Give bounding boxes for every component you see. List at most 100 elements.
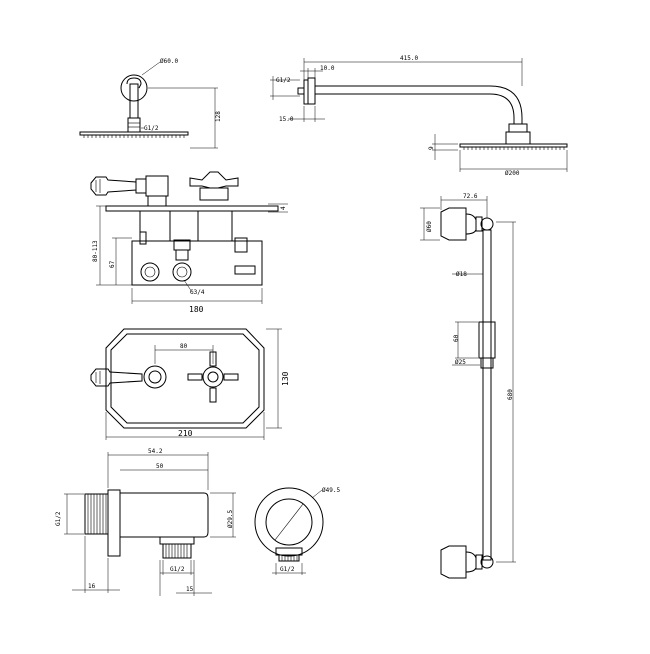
label-arm-15: 15.0	[279, 116, 294, 123]
elbow-outlet-thread	[162, 543, 192, 559]
elbow-thread-lines	[87, 494, 107, 534]
shower-head-side-view: Ø60.0 G1/2 128	[79, 58, 222, 149]
nozzles	[83, 135, 185, 138]
label-plate-130: 130	[281, 371, 290, 386]
valve-port-inner	[175, 249, 189, 261]
label-elbow-g12-bottom: G1/2	[170, 566, 185, 573]
label-rail-d25: Ø25	[455, 359, 466, 366]
valve-body-side-view: 4 80-113 67 G3/4 180	[90, 171, 288, 314]
arm-thread	[297, 87, 305, 95]
valve-screw-left	[139, 231, 147, 245]
valve-outlet-cap	[234, 265, 256, 275]
shower-arm-view: G1/2 10.0 415.0 15.0 9 Ø200	[270, 55, 568, 177]
rail-bottom-bracket-base	[440, 545, 467, 579]
lever-body	[145, 175, 169, 197]
valve-port-left	[140, 262, 160, 282]
arm-head-plate	[459, 143, 568, 148]
elbow-thread	[84, 493, 109, 535]
plate-cross-rosette	[202, 366, 224, 388]
arm-nut	[508, 123, 528, 133]
label-arm-g12: G1/2	[276, 77, 291, 84]
head-plate	[79, 131, 189, 136]
label-rail-d18: Ø18	[456, 271, 467, 278]
label-arm-d200: Ø200	[505, 170, 520, 177]
label-elbow-542: 54.2	[148, 448, 163, 455]
valve-right-block	[197, 210, 233, 242]
elbow-outlet-collar	[159, 536, 195, 545]
arm-head-connector	[505, 131, 531, 145]
label-head-128: 128	[215, 111, 222, 122]
valve-main-body	[131, 240, 263, 286]
rail-top-bracket-arm	[465, 213, 477, 235]
elbow-outlet-thread-lines	[165, 544, 188, 558]
cover-plate	[105, 205, 279, 212]
elbow-front-outer	[254, 487, 324, 557]
cross-handle-base	[199, 187, 229, 201]
cross-arm-bottom	[209, 387, 217, 403]
rail-top-bracket-base	[440, 207, 467, 241]
arm-curve	[126, 77, 142, 89]
valve-left-block	[139, 210, 171, 242]
arm-connector	[127, 117, 141, 133]
arm-wall-flange	[303, 79, 309, 105]
valve-right-screw	[234, 237, 248, 253]
elbow-front-collar	[275, 547, 303, 556]
rail-top-clamp	[475, 216, 483, 232]
label-elbow-g12-left: G1/2	[55, 511, 62, 526]
label-plate-210: 210	[178, 429, 193, 438]
rail-slider-collar	[480, 357, 494, 369]
label-valve-g34: G3/4	[190, 289, 205, 296]
label-elbow-d295: Ø29.5	[227, 510, 234, 528]
label-elbow-front-d495: Ø49.5	[322, 487, 340, 494]
label-valve-67: 67	[109, 260, 116, 268]
elbow-flange	[107, 489, 121, 557]
label-elbow-15: 15	[186, 586, 194, 593]
arm-pipe-top	[315, 85, 523, 124]
label-valve-4: 4	[280, 206, 287, 210]
lever-handle	[90, 176, 137, 196]
label-valve-80113: 80-113	[92, 240, 99, 262]
plate-inner-outline	[110, 333, 260, 424]
slide-rail-view: 72.6 Ø60 Ø18 60 Ø25 680	[420, 193, 516, 579]
rail-bottom-clamp	[475, 554, 483, 570]
cross-arm-left	[187, 373, 203, 381]
cover-plate-front-view: 80 130 210	[90, 328, 290, 440]
label-head-d60: Ø60.0	[160, 58, 178, 65]
rail-top-knob	[480, 217, 494, 231]
plate-lever-rosette	[143, 365, 167, 389]
label-valve-180: 180	[189, 305, 204, 314]
rail-bar	[482, 229, 492, 561]
label-elbow-16: 16	[88, 583, 96, 590]
wall-elbow-front-view: Ø49.5 G1/2	[254, 487, 340, 575]
label-arm-9: 9	[428, 146, 435, 150]
valve-port-right	[172, 262, 192, 282]
rail-bottom-bracket-arm	[465, 551, 477, 573]
elbow-front-inner	[265, 498, 313, 546]
rail-slider	[478, 321, 496, 359]
label-plate-80: 80	[180, 343, 188, 350]
wall-elbow-side-view: G1/2 54.2 50 Ø29.5 G1/2 16 15	[55, 448, 236, 596]
arm-pipe-bottom	[315, 93, 515, 124]
label-head-g12: G1/2	[144, 125, 159, 132]
label-rail-60: 60	[453, 334, 460, 342]
label-arm-415: 415.0	[400, 55, 418, 62]
wall-flange	[120, 74, 148, 102]
rail-bottom-knob	[480, 555, 494, 569]
arm-base	[307, 77, 316, 105]
label-rail-726: 72.6	[463, 193, 478, 200]
lever-stem	[147, 195, 167, 207]
cross-handle	[189, 171, 239, 189]
cross-arm-right	[223, 373, 239, 381]
label-arm-10: 10.0	[320, 65, 335, 72]
label-elbow-50: 50	[156, 463, 164, 470]
lever-collar	[135, 178, 147, 194]
elbow-front-thread	[278, 554, 300, 562]
label-rail-d60: Ø60	[426, 221, 433, 232]
label-elbow-front-g12: G1/2	[280, 566, 295, 573]
arm-head-nozzles	[463, 147, 565, 150]
label-rail-680: 680	[507, 389, 514, 400]
plate-lever-handle	[90, 368, 143, 387]
elbow-body	[120, 492, 209, 538]
